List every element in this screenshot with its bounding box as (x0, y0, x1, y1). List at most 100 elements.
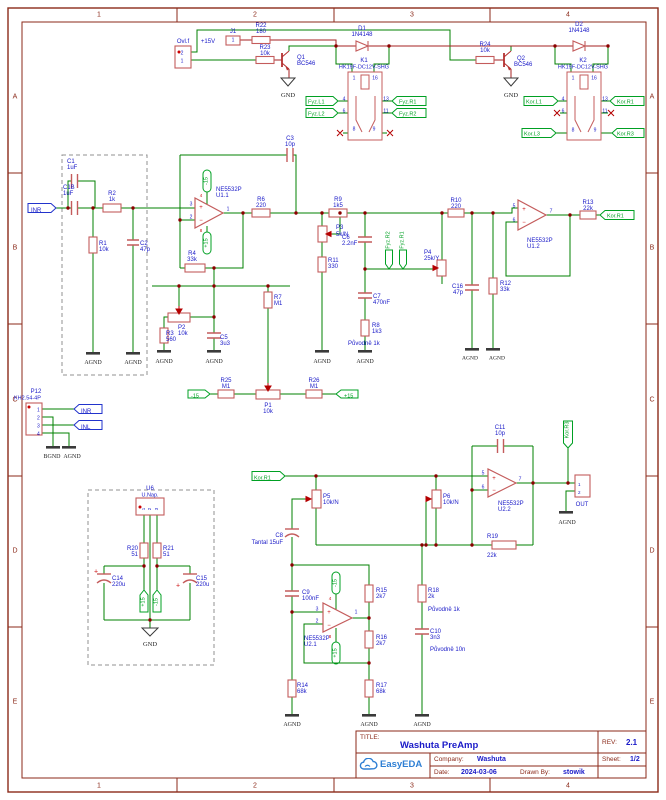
c6-ref: C6 (342, 235, 350, 241)
c1b-ref: C1B (63, 185, 75, 191)
r10-val: 220 (450, 204, 462, 210)
u22-ref: NE5532P (498, 501, 524, 507)
grid-col-3-top: 3 (410, 11, 414, 19)
c5-val: 3u3 (220, 341, 231, 347)
u12-minus: − (522, 220, 526, 226)
c8-ref: C8 (275, 533, 283, 539)
grid-col-4-top: 4 (566, 11, 570, 19)
connector-out (574, 474, 591, 498)
net-plus15-p1: +15 (344, 393, 354, 400)
c9-val: 100nF (302, 596, 320, 602)
dashed-group-boxes (61, 154, 215, 666)
c14-ref: C14 (112, 576, 124, 582)
k1-pin8: 8 (352, 126, 356, 133)
r17-val: 68k (376, 689, 386, 695)
c15-val: 220u (196, 582, 210, 588)
r24-val: 10k (480, 48, 490, 54)
wires (42, 29, 612, 714)
u6-pin1: 1 (140, 507, 146, 511)
agnd-r1: AGND (84, 360, 102, 366)
r12-ref: R12 (500, 281, 512, 287)
net-inr-top: INR (31, 208, 42, 214)
grid-row-d-left: D (12, 547, 18, 555)
r25-ref: R25 (220, 378, 232, 384)
grid-row-e-left: E (12, 698, 18, 706)
r15-ref: R15 (376, 588, 388, 594)
c7-ref: C7 (373, 294, 381, 300)
r13-ref: R13 (582, 200, 594, 206)
c2-val: 47p (140, 247, 151, 253)
r26-val: M1 (309, 384, 319, 390)
net-fyz-r1: Fyz.R1 (399, 99, 417, 106)
p6-val: 10k/N (443, 500, 459, 506)
k2-pin13: 13 (602, 96, 608, 103)
k2-pin6: 6 (561, 108, 565, 115)
u21-ref: NE5532P (304, 636, 330, 642)
grid-row-d-right: D (649, 547, 655, 555)
title-block-frame (355, 730, 647, 779)
u12-pin7: 7 (549, 208, 553, 215)
u21-pin2: 2 (315, 618, 319, 625)
k1-pin11: 11 (383, 108, 389, 115)
r7-val: M1 (274, 301, 283, 307)
c6-val: 2.2nF (342, 241, 358, 247)
net-kor-r1-relay: Kor.R1 (617, 99, 634, 106)
r8-note: Původně 1k (348, 341, 380, 347)
diode-d1 (355, 40, 370, 52)
relay-k2 (566, 71, 602, 141)
r14-val: 68k (297, 689, 307, 695)
net-inr-p12: INR (81, 409, 92, 415)
net-fyz-l1: Fyz.L1 (308, 99, 325, 106)
k2-pin1: 1 (571, 75, 575, 82)
p5-val: 10k/N (323, 500, 339, 506)
p12-pin4: 4 (37, 431, 40, 438)
r22-ref: R22 (255, 23, 267, 29)
r14-ref: R14 (297, 683, 309, 689)
opamps (194, 196, 548, 633)
ovl-ref: Ovl.f (176, 39, 190, 45)
grid-col-3-bot: 3 (410, 782, 414, 790)
gnd-q2: GND (503, 91, 519, 99)
p12-val: KH2.54-4P (14, 395, 41, 402)
j1-pin1: 1 (231, 37, 235, 44)
p4-val: 25k/Y (424, 256, 440, 262)
connector-p12 (25, 402, 43, 436)
date-label: Date: (434, 769, 450, 776)
r11-ref: R11 (328, 258, 339, 264)
c16-val: 47p (452, 290, 463, 296)
drawn-by-label: Drawn By: (520, 769, 550, 776)
p5-ref: P5 (323, 494, 331, 500)
r20-ref: R20 (126, 546, 138, 552)
r18-note: Původně 1k (428, 607, 460, 613)
r3-ref: R3 (166, 331, 174, 337)
u11-ref: NE5532P (216, 187, 242, 193)
k2-val: HK19F-DC12V-SHG (557, 64, 609, 71)
grid-col-4-bot: 4 (566, 782, 570, 790)
agnd-r11: AGND (313, 359, 331, 365)
c3-val: 10p (284, 142, 296, 148)
c15-ref: C15 (196, 576, 208, 582)
r19-val: 22k (487, 553, 497, 559)
j1-ref: J1 (229, 29, 237, 35)
p12-ref: P12 (30, 389, 42, 395)
u21-plus: + (327, 610, 331, 616)
grid-col-1-bot: 1 (97, 782, 101, 790)
ovl-pin1: 1 (180, 58, 184, 65)
c14-plus: + (93, 568, 99, 576)
r17-ref: R17 (376, 683, 388, 689)
gnd-psu: GND (142, 640, 158, 648)
k1-pin13: 13 (383, 96, 389, 103)
r3-val: 560 (166, 337, 177, 343)
c8-val: Tantal 15uF (251, 540, 283, 546)
u21-pin4: 4 (328, 595, 332, 601)
u11-vplus: +15 (203, 238, 210, 248)
rev-value: 2.1 (626, 738, 638, 747)
r16-val: 2k7 (376, 641, 386, 647)
date-value: 2024-03-06 (461, 769, 497, 776)
net-fyz-r2-vert: Fyz.R2 (385, 231, 392, 249)
c11-val: 10p (494, 431, 506, 437)
p3-val: 5k/N (336, 232, 349, 238)
r6-val: 220 (255, 203, 267, 209)
connector-ovl (174, 45, 192, 69)
